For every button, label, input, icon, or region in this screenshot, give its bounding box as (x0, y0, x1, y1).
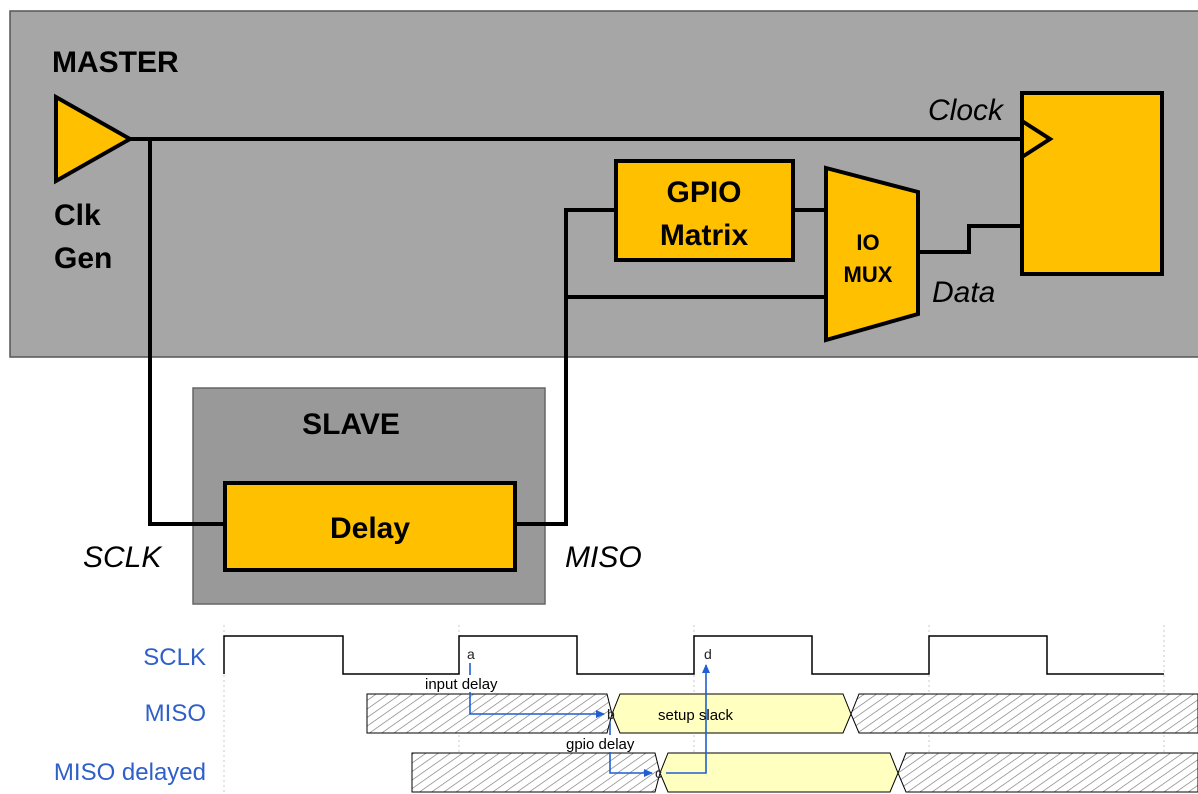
flip-flop-block (1020, 91, 1164, 276)
marker-a: a (467, 646, 475, 662)
timing-row-sclk-label: SCLK (143, 644, 206, 671)
timing-diagram: SCLK MISO MISO delayed a b c d input del… (54, 625, 1198, 794)
io-mux-block (824, 165, 920, 343)
setup-slack-annotation: setup slack (658, 707, 734, 724)
sclk-waveform (223, 635, 1164, 675)
io-mux-label-2: MUX (844, 262, 893, 287)
timing-row-miso-delayed-label: MISO delayed (54, 759, 206, 786)
clk-gen-label-2: Gen (54, 242, 112, 275)
setup-slack-arrow (666, 664, 710, 774)
clk-gen-label-1: Clk (54, 199, 101, 232)
delay-label: Delay (330, 512, 410, 545)
clk-gen-buffer-icon (54, 93, 135, 185)
clock-signal-label: Clock (928, 94, 1005, 127)
io-mux-label-1: IO (856, 230, 879, 255)
sclk-signal-label: SCLK (83, 541, 163, 574)
marker-b: b (607, 706, 615, 722)
master-box (9, 10, 1198, 358)
gpio-matrix-block (614, 159, 795, 262)
data-signal-label: Data (932, 276, 995, 309)
data-wire (918, 224, 1022, 254)
sclk-wire (148, 139, 225, 526)
miso-delayed-invalid-region-2 (897, 752, 1198, 793)
gpio-matrix-label-1: GPIO (666, 176, 741, 209)
master-title: MASTER (52, 46, 179, 79)
marker-d: d (704, 646, 712, 662)
delay-block (223, 481, 517, 572)
gpio-matrix-label-2: Matrix (660, 219, 749, 252)
wires (130, 137, 1022, 526)
marker-c: c (655, 765, 662, 781)
timing-row-miso-label: MISO (145, 700, 206, 727)
slave-title: SLAVE (302, 408, 400, 441)
input-delay-annotation: input delay (425, 676, 498, 693)
miso-invalid-region-2 (850, 693, 1198, 734)
miso-wire (515, 208, 616, 526)
miso-delayed-invalid-region-1 (411, 752, 661, 793)
clock-edge-icon (1020, 119, 1054, 159)
gpio-delay-annotation: gpio delay (566, 736, 635, 753)
miso-signal-label: MISO (565, 541, 642, 574)
